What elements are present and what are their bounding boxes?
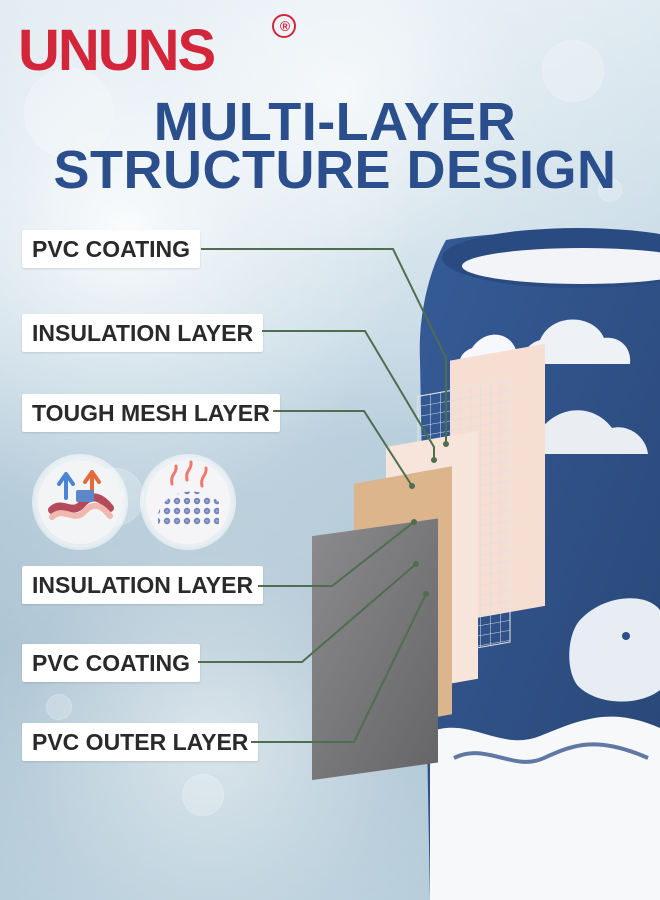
water-splash: [528, 410, 648, 454]
background-bubble: [542, 40, 604, 102]
label-pvc-coating-bottom: PVC COATING: [22, 644, 201, 682]
heat-insulation-icon: [34, 456, 126, 548]
cloud-shape: [525, 319, 631, 364]
connector-dot: [409, 483, 415, 489]
label-pvc-coating-top: PVC COATING: [22, 230, 201, 268]
wave-shape: [430, 716, 660, 900]
mesh-texture-icon: [142, 456, 234, 548]
heat-line: [200, 466, 208, 488]
heat-line: [170, 464, 178, 486]
label-insulation-layer-bottom: INSULATION LAYER: [22, 566, 264, 604]
connector-pvc-coating-bottom: [198, 563, 417, 663]
orange-arrow-head: [83, 470, 101, 484]
background-bubble: [46, 694, 72, 720]
connector-dot: [443, 441, 449, 447]
label-pvc-outer-layer: PVC OUTER LAYER: [22, 723, 259, 761]
connector-dot: [431, 457, 437, 463]
headline-line-1: MULTI-LAYER: [153, 92, 517, 152]
connector-tough-mesh-layer: [273, 410, 413, 487]
mesh-surface: [158, 491, 219, 526]
connector-pvc-coating-top: [201, 248, 447, 444]
brand-logo-text: UNUNS: [18, 18, 216, 83]
registered-mark: ®: [272, 14, 296, 38]
connector-dot: [411, 519, 417, 525]
connector-pvc-outer-layer: [251, 593, 427, 743]
peach-wave: [49, 502, 113, 520]
connector-dot: [423, 591, 429, 597]
label-tough-mesh-layer: TOUGH MESH LAYER: [22, 394, 280, 432]
pool-opening: [462, 248, 660, 284]
background-bubble: [598, 178, 622, 202]
red-wave: [48, 493, 114, 514]
mesh-texture-icon-graphic: [146, 460, 230, 544]
connector-dot: [413, 561, 419, 567]
label-insulation-layer-top: INSULATION LAYER: [22, 314, 264, 352]
background-bubble: [24, 68, 114, 158]
gray-layer: [312, 518, 438, 781]
wave-line: [453, 742, 649, 764]
connector-insulation-layer-top: [262, 330, 435, 460]
heat-line: [185, 460, 193, 482]
insulation-block: [76, 490, 94, 502]
heat-insulation-icon-graphic: [38, 460, 122, 544]
background-bubble: [182, 774, 224, 816]
whale-eye: [622, 632, 630, 640]
connector-insulation-layer-bottom: [258, 521, 415, 587]
whale-shape: [569, 598, 660, 702]
blue-arrow-head: [57, 472, 75, 486]
brand-logo: UNUNS ®: [18, 14, 296, 92]
headline-line-2: STRUCTURE DESIGN: [53, 140, 617, 200]
